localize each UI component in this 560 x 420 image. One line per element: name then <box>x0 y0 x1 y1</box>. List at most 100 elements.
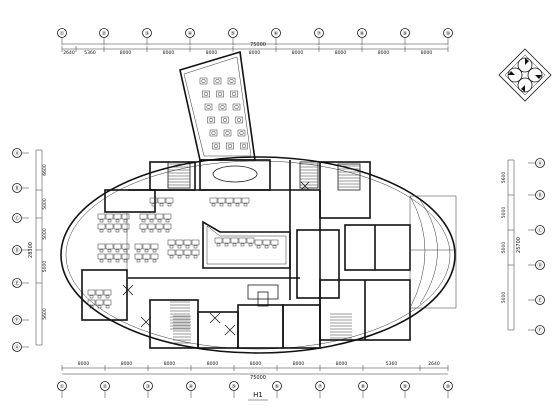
chair <box>226 142 234 150</box>
left-axis-label: Ⓓ <box>14 247 19 254</box>
left-axis-label: Ⓐ <box>14 344 19 351</box>
desk-chair <box>115 259 120 263</box>
bottom-total-dimension: 75000 <box>250 375 266 381</box>
left-dimension-segment-label: 6600 <box>42 164 48 176</box>
chair-seat <box>215 78 220 84</box>
chair-seat <box>201 78 206 84</box>
bottom-axis-bubble <box>229 381 239 391</box>
chair-seat <box>229 78 234 84</box>
right-axis-bubble <box>535 260 545 270</box>
desk-chair <box>169 255 174 259</box>
desk <box>95 289 104 296</box>
chair-seat <box>239 130 244 136</box>
desk-chair <box>219 203 224 207</box>
chair <box>209 129 218 137</box>
bottom-dimension-segment-label: 5360 <box>386 361 398 367</box>
desk <box>163 223 172 230</box>
desk <box>155 223 164 230</box>
desk-chair <box>243 203 248 207</box>
chair <box>237 129 246 137</box>
chair <box>204 103 213 111</box>
bottom-dimension-segment-label: 8000 <box>78 361 90 367</box>
desk-chair <box>151 203 156 207</box>
desk <box>113 253 122 260</box>
bottom-axis-bubble <box>358 381 368 391</box>
desk-chair <box>157 229 162 233</box>
desk <box>147 213 156 220</box>
chair-seat <box>241 143 247 149</box>
desk <box>157 197 166 204</box>
desk-chair <box>141 219 146 223</box>
chair-seat <box>217 91 223 97</box>
desk <box>142 243 151 250</box>
top-total-dimension: 75000 <box>250 42 266 48</box>
left-total-dimension: 28300 <box>28 242 34 258</box>
bottom-axis-label: ⑦ <box>318 384 323 390</box>
top-axis-bubble <box>142 28 152 38</box>
desk-chair <box>240 243 245 247</box>
top-dimension-segment-label: 8000 <box>335 50 347 56</box>
right-dimension-segment-label: 5000 <box>501 242 507 254</box>
top-dimension-segment-label: 8000 <box>292 50 304 56</box>
desk-chair <box>99 259 104 263</box>
left-dimension-segment-label: 5600 <box>42 308 48 320</box>
top-axis-label: ⑦ <box>317 31 322 37</box>
desk-chair <box>107 229 112 233</box>
desk <box>238 237 247 244</box>
left-dimension-segment-label: 5000 <box>42 198 48 210</box>
desk <box>105 243 114 250</box>
desk <box>95 299 104 306</box>
desk <box>175 239 184 246</box>
desk-chair <box>157 219 162 223</box>
right-dimension-segment-label: 5600 <box>501 172 507 184</box>
left-axis-bubble <box>12 183 22 193</box>
desk-chair <box>97 305 102 309</box>
desk <box>113 213 122 220</box>
top-dimension-segment-label: 8000 <box>120 50 132 56</box>
bottom-axis-bubble <box>400 381 410 391</box>
desk <box>183 239 192 246</box>
top-axis-bubble <box>228 28 238 38</box>
desk <box>225 197 234 204</box>
chair <box>207 116 215 124</box>
left-axis-bubble <box>12 342 22 352</box>
desk-chair <box>123 249 128 253</box>
bottom-axis-label: ④ <box>189 384 194 390</box>
desk <box>191 249 200 256</box>
desk-chair <box>136 259 141 263</box>
desk-chair <box>272 245 277 249</box>
drawing-title: H1 <box>253 391 263 399</box>
left-dimension-segment-label: 5000 <box>42 261 48 273</box>
desk-chair <box>123 259 128 263</box>
desk <box>97 253 106 260</box>
desk-chair <box>136 249 141 253</box>
chair <box>232 103 241 111</box>
left-axis-bubble <box>12 278 22 288</box>
desk <box>134 243 143 250</box>
top-dimension-segment-label: 5360 <box>84 50 96 56</box>
desk <box>113 243 122 250</box>
desk-chair <box>107 219 112 223</box>
interior-walls <box>81 159 457 349</box>
top-axis-label: ⑩ <box>446 31 451 37</box>
right-axis-label: Ⓐ <box>537 160 542 167</box>
top-axis-bubble <box>357 28 367 38</box>
desk <box>103 299 112 306</box>
chair-seat <box>208 117 214 123</box>
desk <box>270 239 279 246</box>
left-dimension-segment-label: 5000 <box>42 228 48 240</box>
desk-chair <box>193 245 198 249</box>
shaft-markers <box>122 181 310 336</box>
desk-chair <box>149 229 154 233</box>
desk-chair <box>264 245 269 249</box>
desk-chair <box>227 203 232 207</box>
chair-seat <box>222 117 228 123</box>
desk <box>142 253 151 260</box>
desk <box>105 253 114 260</box>
desk-chair <box>99 219 104 223</box>
chair <box>223 129 232 137</box>
desk-chair <box>177 255 182 259</box>
desk <box>167 239 176 246</box>
